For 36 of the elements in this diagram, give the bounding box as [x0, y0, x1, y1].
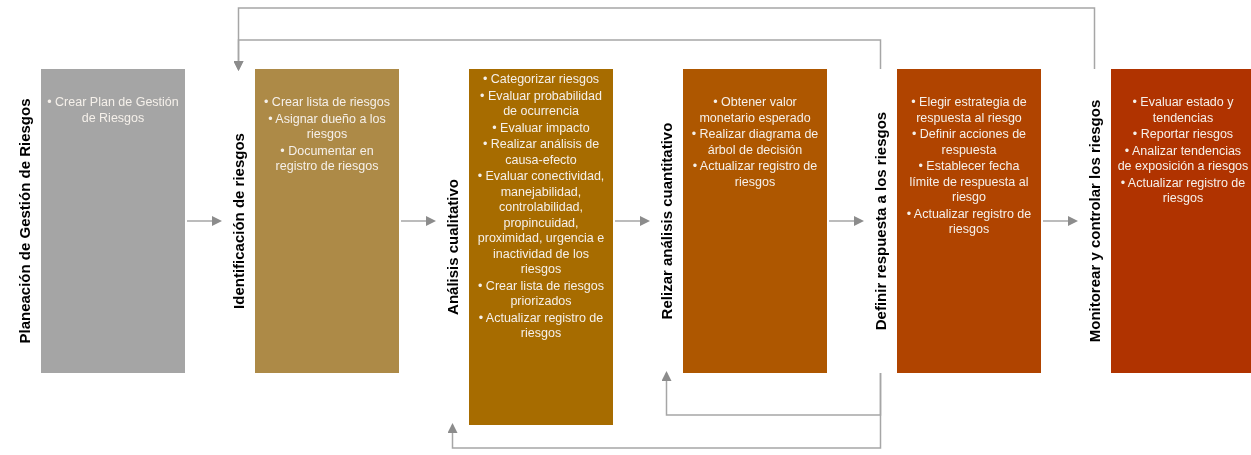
bullet-item: • Crear lista de riesgos	[264, 95, 390, 111]
arrow	[828, 216, 864, 226]
bullet-item: • Crear Plan de Gestión de Riesgos	[47, 95, 179, 126]
bullet-item: • Reportar riesgos	[1132, 127, 1234, 143]
bullet-item: • Analizar tendencias de exposición a riesgos	[1117, 143, 1249, 175]
bullet-item: • Evaluar conectividad, manejabilidad, controlabilidad, propincuidad, proximidad, urgencia e inactividad de los riesgos	[476, 169, 606, 278]
arrow	[233, 7, 1096, 71]
bullet-item: • Categorizar riesgos	[482, 72, 600, 88]
stage-heading: Relizar análisis cuantitativo	[656, 121, 676, 322]
bullet-item: • Actualizar registro de riesgos	[691, 159, 819, 190]
arrow	[447, 372, 882, 449]
stage-heading: Análisis cualitativo	[442, 178, 462, 317]
stage-heading: Definir respuesta a los riesgos	[870, 110, 890, 333]
stage-heading: Monitorear y controlar los riesgos	[1084, 98, 1104, 345]
bullet-item: • Evaluar probabilidad de ocurrencia	[479, 88, 603, 120]
arrow	[400, 216, 436, 226]
bullet-item: • Realizar análisis de causa-efecto	[481, 137, 601, 168]
bullet-item: • Evaluar estado y tendencias	[1131, 95, 1235, 126]
arrow	[186, 216, 222, 226]
stage-heading: Identificación de riesgos	[228, 132, 248, 311]
arrow	[661, 371, 882, 416]
arrow	[1042, 216, 1078, 226]
bullet-item: • Evaluar impacto	[492, 120, 590, 136]
arrow	[614, 216, 650, 226]
bullet-item: • Elegir estrategia de respuesta al riesgo	[910, 95, 1028, 126]
bullet-item: • Establecer fecha límite de respuesta al riesgo	[908, 159, 1030, 206]
bullet-item: • Obtener valor monetario esperado	[698, 95, 812, 126]
bullet-item: • Asignar dueño a los riesgos	[267, 111, 387, 143]
bullet-item: • Actualizar registro de riesgos	[477, 310, 605, 342]
stage-heading: Planeación de Gestión de Riesgos	[14, 97, 34, 346]
bullet-item: • Actualizar registro de riesgos	[1119, 175, 1247, 207]
bullet-item: • Crear lista de riesgos priorizados	[477, 278, 605, 310]
bullet-item: • Actualizar registro de riesgos	[905, 206, 1033, 238]
bullet-item: • Documentar en registro de riesgos	[274, 143, 380, 175]
bullet-item: • Realizar diagrama de árbol de decisión	[690, 127, 820, 158]
bullet-item: • Definir acciones de respuesta	[910, 127, 1028, 158]
